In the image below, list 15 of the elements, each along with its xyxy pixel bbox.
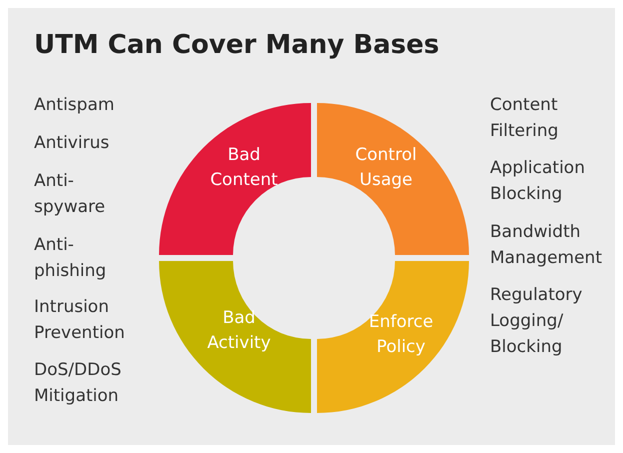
list-item: DoS/DDoS Mitigation [34,359,122,408]
chart-title: UTM Can Cover Many Bases [34,30,440,60]
segment-label: Bad Content [209,144,279,192]
list-item: Intrusion Prevention [34,296,126,345]
segment-label: Enforce Policy [368,311,434,359]
list-item: Anti-phishing [34,234,108,283]
list-item: Bandwidth Management [490,221,603,270]
list-item: Content Filtering [490,94,560,143]
segment-label: Control Usage [354,144,418,192]
list-item: Antispam [34,94,116,117]
segment-label: Bad Activity [206,307,272,355]
list-item: Regulatory Logging/ Blocking [490,284,584,359]
list-item: Anti-spyware [34,170,106,219]
list-item: Antivirus [34,132,110,155]
list-item: Application Blocking [490,157,586,206]
